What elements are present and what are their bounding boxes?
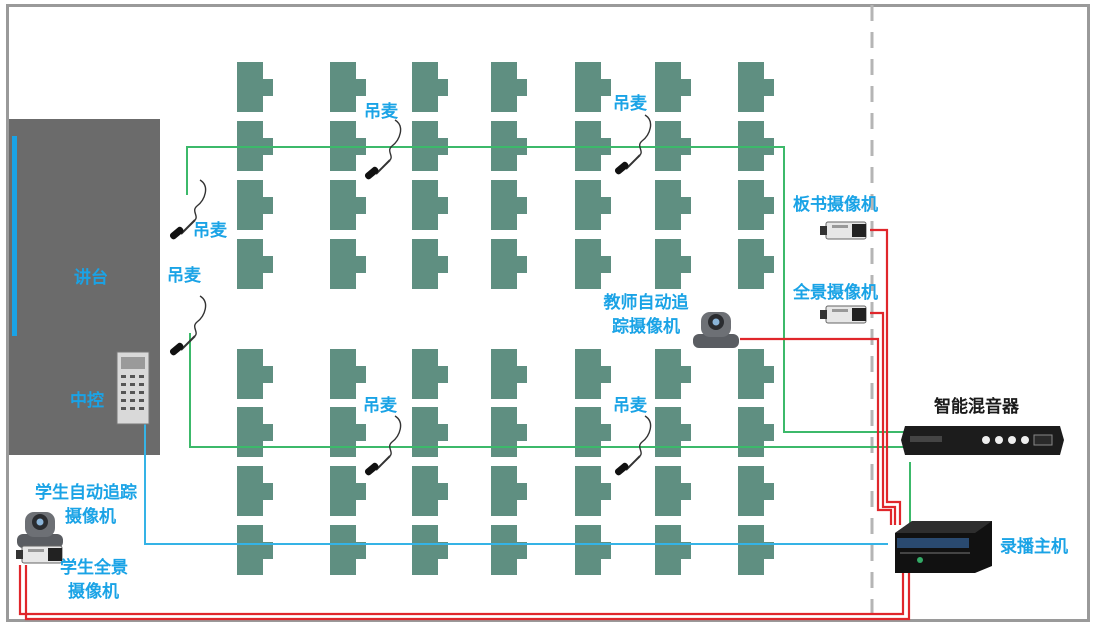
student-seat <box>575 407 611 457</box>
student-seat <box>237 525 273 575</box>
student-tracking-camera-label-line2: 摄像机 <box>65 507 116 527</box>
audio-mixer-icon <box>901 426 1064 455</box>
student-seat <box>237 407 273 457</box>
student-tracking-camera-icon <box>17 512 63 548</box>
student-seat <box>655 239 691 289</box>
hanging-mic-icon <box>167 295 207 358</box>
audio-mixer-label: 智能混音器 <box>934 397 1019 417</box>
student-seat <box>491 525 527 575</box>
student-seat <box>575 239 611 289</box>
audio-wiring <box>186 146 911 525</box>
student-seat <box>237 349 273 399</box>
hanging-mic-icon <box>362 119 402 182</box>
student-panorama-camera-label-line1: 学生全景 <box>60 558 128 578</box>
student-seat <box>330 180 366 230</box>
control-label: 中控 <box>70 391 104 411</box>
student-seat <box>655 407 691 457</box>
panorama-camera-icon <box>819 305 867 324</box>
student-seat <box>330 239 366 289</box>
student-seat <box>655 62 691 112</box>
student-seat <box>330 407 366 457</box>
student-seat <box>655 349 691 399</box>
panorama-camera-label: 全景摄像机 <box>793 283 878 303</box>
blackboard-camera-label: 板书摄像机 <box>793 195 878 215</box>
mic-label: 吊麦 <box>364 102 398 122</box>
student-seat <box>491 349 527 399</box>
student-seat <box>575 349 611 399</box>
student-seat <box>412 239 448 289</box>
mic-label: 吊麦 <box>167 266 201 286</box>
student-tracking-camera-label-line1: 学生自动追踪 <box>35 483 137 503</box>
student-seat <box>655 466 691 516</box>
control-line <box>144 423 888 545</box>
hanging-mic-icon <box>612 114 652 177</box>
student-seat <box>575 525 611 575</box>
student-seat <box>412 466 448 516</box>
student-seat <box>575 180 611 230</box>
student-seat <box>330 466 366 516</box>
recording-host-label: 录播主机 <box>1000 537 1068 557</box>
student-seat <box>491 466 527 516</box>
student-seat <box>330 62 366 112</box>
student-seat <box>237 180 273 230</box>
student-seat <box>330 525 366 575</box>
student-seat <box>491 62 527 112</box>
student-seat <box>412 525 448 575</box>
student-seat <box>412 62 448 112</box>
student-seat <box>738 466 774 516</box>
blackboard-camera-icon <box>819 221 867 240</box>
student-seat <box>575 466 611 516</box>
student-seat <box>738 62 774 112</box>
student-seat <box>738 407 774 457</box>
mic-label: 吊麦 <box>613 94 647 114</box>
blackboard-strip <box>12 136 17 336</box>
student-seat <box>412 180 448 230</box>
student-seat <box>738 525 774 575</box>
student-seat <box>738 349 774 399</box>
recording-host-icon <box>895 521 992 573</box>
student-seat <box>237 239 273 289</box>
student-seat <box>738 239 774 289</box>
student-seat <box>412 349 448 399</box>
student-seat <box>412 407 448 457</box>
student-seat <box>575 62 611 112</box>
student-seat <box>491 180 527 230</box>
mic-label: 吊麦 <box>363 396 397 416</box>
teacher-tracking-camera-label-line2: 踪摄像机 <box>612 317 680 337</box>
student-seat <box>491 407 527 457</box>
student-seat <box>237 466 273 516</box>
classroom-border <box>6 4 1090 622</box>
teacher-tracking-camera-label-line1: 教师自动追 <box>603 293 689 313</box>
mic-label: 吊麦 <box>613 396 647 416</box>
student-seat <box>738 180 774 230</box>
video-wiring <box>18 228 911 621</box>
podium-label: 讲台 <box>74 268 108 288</box>
student-seat <box>237 62 273 112</box>
student-panorama-camera-label-line2: 摄像机 <box>68 582 119 602</box>
control-panel-icon <box>116 351 150 425</box>
student-seat <box>491 239 527 289</box>
student-seat <box>330 349 366 399</box>
mic-label: 吊麦 <box>193 221 227 241</box>
student-seat <box>655 180 691 230</box>
student-panorama-camera-icon <box>15 545 63 564</box>
student-seat <box>655 525 691 575</box>
